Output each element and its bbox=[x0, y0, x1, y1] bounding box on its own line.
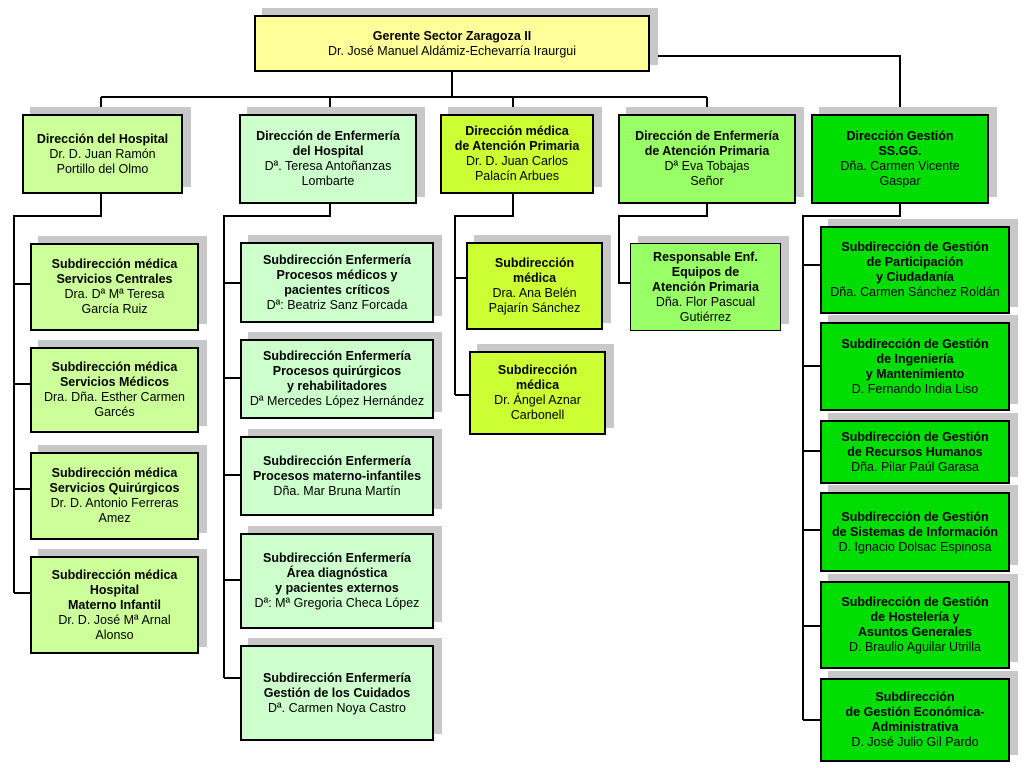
subdireccion-title: Subdirección Enfermería Procesos médicos… bbox=[263, 252, 411, 297]
responsable-box: Responsable Enf. Equipos de Atención Pri… bbox=[630, 243, 781, 331]
subdireccion-title: Subdirección Enfermería Gestión de los C… bbox=[263, 670, 411, 700]
subdireccion-name: Dña. Mar Bruna Martín bbox=[273, 483, 401, 498]
subdireccion-box: Subdirección de Gestión de Participación… bbox=[820, 226, 1010, 314]
connector-col2 bbox=[223, 204, 331, 679]
subdireccion-box: Subdirección médica Dr. Ángel Aznar Carb… bbox=[469, 351, 606, 435]
subdireccion-name: Dr. D. Antonio Ferreras Amez bbox=[50, 496, 179, 525]
subdireccion-title: Subdirección médica Hospital Materno Inf… bbox=[51, 567, 178, 612]
subdireccion-name: Dña. Pilar Paúl Garasa bbox=[851, 459, 979, 474]
direccion-title: Dirección de Enfermería de Atención Prim… bbox=[635, 129, 779, 158]
direccion-enfermeria-ap-box: Dirección de Enfermería de Atención Prim… bbox=[618, 114, 796, 204]
gerente-title: Gerente Sector Zaragoza II bbox=[372, 28, 532, 43]
direccion-title: Dirección Gestión SS.GG. bbox=[846, 129, 954, 158]
subdireccion-box: Subdirección Enfermería Procesos materno… bbox=[240, 436, 434, 516]
subdireccion-box: Subdirección médica Servicios Médicos Dr… bbox=[30, 347, 199, 433]
subdireccion-name: Dra. Dña. Esther Carmen Garcés bbox=[43, 390, 186, 419]
gerente-name: Dr. José Manuel Aldámiz-Echevarría Iraur… bbox=[327, 43, 577, 58]
subdireccion-name: Dª: Mª Gregoria Checa López bbox=[254, 596, 420, 610]
subdireccion-name: Dª: Beatriz Sanz Forcada bbox=[266, 297, 408, 312]
direccion-hospital-box: Dirección del Hospital Dr. D. Juan Ramón… bbox=[22, 114, 183, 194]
subdireccion-name: D. Ignacio Dolsac Espinosa bbox=[838, 539, 992, 554]
subdireccion-name: D. Fernando India Liso bbox=[851, 381, 979, 396]
subdireccion-title: Subdirección de Gestión de Participación… bbox=[841, 240, 989, 284]
connector-col1 bbox=[13, 194, 102, 594]
subdireccion-title: Subdirección Enfermería Procesos materno… bbox=[252, 453, 422, 483]
subdireccion-box: Subdirección de Gestión de Ingeniería y … bbox=[820, 322, 1010, 411]
subdireccion-name: Dª. Carmen Noya Castro bbox=[267, 700, 406, 715]
subdireccion-name: Dr. Ángel Aznar Carbonell bbox=[494, 393, 581, 422]
subdireccion-box: Subdirección de Gestión de Sistemas de I… bbox=[820, 492, 1010, 572]
connector-col4 bbox=[618, 204, 708, 284]
direccion-medica-ap-box: Dirección médica de Atención Primaria Dr… bbox=[440, 114, 594, 194]
subdireccion-title: Subdirección médica Servicios Centrales bbox=[51, 257, 178, 286]
direccion-title: Dirección médica de Atención Primaria bbox=[454, 124, 580, 153]
connector-col3 bbox=[454, 194, 514, 396]
subdireccion-title: Subdirección médica bbox=[497, 363, 578, 392]
subdireccion-box: Subdirección Enfermería Área diagnóstica… bbox=[240, 533, 434, 629]
connector-col5 bbox=[802, 204, 901, 721]
subdireccion-name: Dra. Ana Belén Pajarín Sánchez bbox=[488, 286, 581, 315]
subdireccion-box: Subdirección Enfermería Gestión de los C… bbox=[240, 645, 434, 741]
responsable-name: Dña. Flor Pascual Gutiérrez bbox=[655, 294, 756, 324]
connector-gestion bbox=[650, 55, 901, 114]
responsable-title: Responsable Enf. Equipos de Atención Pri… bbox=[652, 249, 759, 294]
direccion-title: Dirección del Hospital bbox=[36, 131, 169, 146]
subdireccion-title: Subdirección de Gestión de Sistemas de I… bbox=[831, 509, 999, 539]
subdireccion-box: Subdirección de Gestión Económica- Admin… bbox=[820, 678, 1010, 762]
subdireccion-title: Subdirección de Gestión Económica- Admin… bbox=[845, 690, 985, 734]
subdireccion-box: Subdirección Enfermería Procesos médicos… bbox=[240, 242, 434, 323]
subdireccion-title: Subdirección Enfermería Procesos quirúrg… bbox=[263, 349, 411, 393]
direccion-name: Dª Eva Tobajas Señor bbox=[664, 159, 750, 188]
subdireccion-name: Dr. D. José Mª Arnal Alonso bbox=[58, 612, 171, 642]
subdireccion-name: D. José Julio Gil Pardo bbox=[851, 735, 979, 749]
subdireccion-box: Subdirección médica Hospital Materno Inf… bbox=[30, 556, 199, 654]
direccion-name: Dr. D. Juan Ramón Portillo del Olmo bbox=[49, 146, 156, 176]
direccion-name: Dr. D. Juan Carlos Palacín Arbues bbox=[465, 154, 569, 183]
direccion-gestion-box: Dirección Gestión SS.GG. Dña. Carmen Vic… bbox=[811, 114, 989, 204]
subdireccion-box: Subdirección médica Servicios Centrales … bbox=[30, 243, 199, 331]
subdireccion-title: Subdirección médica bbox=[494, 256, 575, 285]
direccion-enfermeria-hospital-box: Dirección de Enfermería del Hospital Dª.… bbox=[239, 114, 417, 204]
subdireccion-name: Dª Mercedes López Hernández bbox=[249, 394, 425, 408]
subdireccion-box: Subdirección de Gestión de Hostelería y … bbox=[820, 581, 1010, 669]
gerente-box: Gerente Sector Zaragoza II Dr. José Manu… bbox=[254, 15, 650, 72]
subdireccion-title: Subdirección de Gestión de Ingeniería y … bbox=[841, 336, 989, 381]
direccion-name: Dña. Carmen Vicente Gaspar bbox=[840, 159, 960, 188]
subdireccion-box: Subdirección médica Servicios Quirúrgico… bbox=[30, 452, 199, 540]
subdireccion-name: Dra. Dª Mª Teresa García Ruiz bbox=[64, 287, 165, 316]
subdireccion-title: Subdirección médica Servicios Quirúrgico… bbox=[49, 466, 180, 495]
direccion-title: Dirección de Enfermería del Hospital bbox=[256, 129, 400, 158]
subdireccion-title: Subdirección de Gestión de Hostelería y … bbox=[841, 595, 989, 639]
subdireccion-box: Subdirección médica Dra. Ana Belén Pajar… bbox=[466, 242, 603, 330]
subdireccion-box: Subdirección Enfermería Procesos quirúrg… bbox=[240, 339, 434, 419]
connector-top bbox=[100, 72, 708, 114]
subdireccion-box: Subdirección de Gestión de Recursos Huma… bbox=[820, 420, 1010, 484]
subdireccion-title: Subdirección médica Servicios Médicos bbox=[51, 360, 178, 389]
direccion-name: Dª. Teresa Antoñanzas Lombarte bbox=[264, 159, 392, 188]
subdireccion-title: Subdirección de Gestión de Recursos Huma… bbox=[841, 429, 989, 459]
subdireccion-name: Dña. Carmen Sánchez Roldán bbox=[830, 285, 1000, 299]
subdireccion-title: Subdirección Enfermería Área diagnóstica… bbox=[263, 551, 411, 595]
subdireccion-name: D. Braulio Aguilar Utrilla bbox=[849, 640, 981, 654]
